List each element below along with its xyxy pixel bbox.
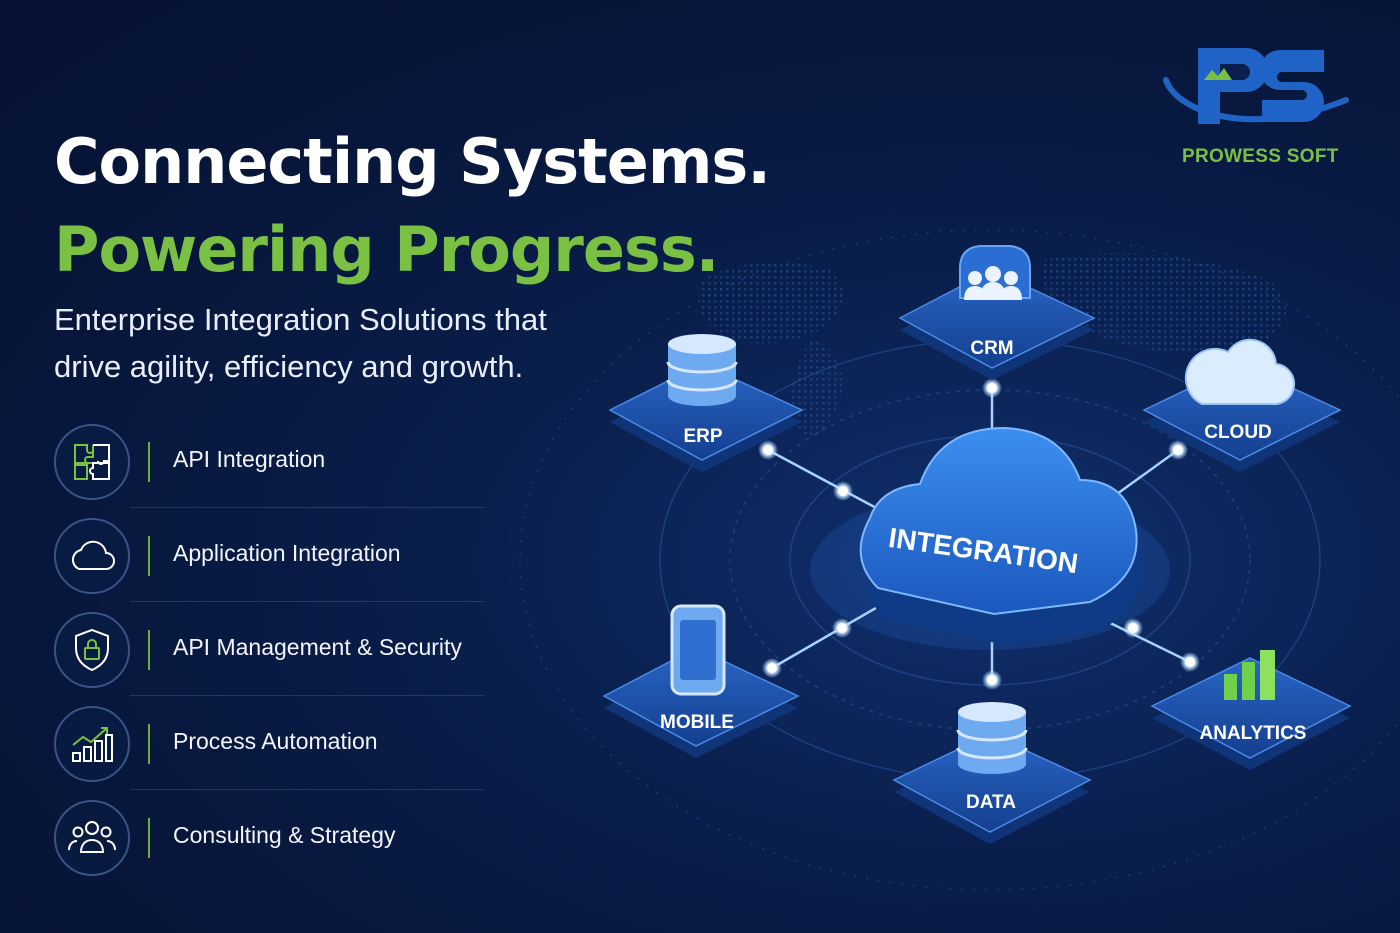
erp-label: ERP (683, 426, 722, 447)
feature-item-process-automation: Process Automation (54, 706, 484, 800)
feature-label: API Management & Security (173, 634, 462, 660)
feature-separator (148, 442, 150, 482)
feature-separator (148, 818, 150, 858)
puzzle-icon (54, 424, 130, 500)
shield-lock-icon (54, 612, 130, 688)
feature-separator (148, 724, 150, 764)
feature-item-api-integration: API Integration (54, 424, 484, 518)
brand-name: PROWESS SOFT (1182, 146, 1339, 167)
headline-line-2: Powering Progress. (54, 213, 719, 286)
database-icon (666, 334, 738, 406)
divider (130, 789, 484, 790)
feature-label: Consulting & Strategy (173, 822, 396, 848)
subtitle-line-1: Enterprise Integration Solutions that (54, 302, 547, 337)
divider (130, 695, 484, 696)
analytics-tile: ANALYTICS (1150, 650, 1352, 770)
integration-hub: INTEGRATION (859, 426, 1143, 644)
database-icon (956, 702, 1028, 774)
crm-label: CRM (970, 338, 1013, 359)
divider (130, 507, 484, 508)
feature-list: API Integration Application Integration … (54, 424, 484, 894)
hero-heading: Connecting Systems. Powering Progress. (54, 118, 771, 294)
subtitle-line-2: drive agility, efficiency and growth. (54, 349, 524, 384)
integration-cloud-icon (859, 426, 1138, 616)
cloud-icon (54, 518, 130, 594)
cloud-tile: CLOUD (1142, 338, 1342, 472)
feature-separator (148, 536, 150, 576)
feature-label: Application Integration (173, 540, 401, 566)
crm-people-icon (959, 245, 1031, 300)
cloud-label: CLOUD (1204, 422, 1272, 443)
subtitle: Enterprise Integration Solutions that dr… (54, 296, 614, 390)
data-label: DATA (966, 792, 1016, 813)
headline-line-1: Connecting Systems. (54, 125, 771, 198)
bar-chart-icon (1224, 650, 1275, 700)
prowess-soft-logo (1163, 48, 1349, 124)
feature-label: API Integration (173, 446, 326, 472)
feature-separator (148, 630, 150, 670)
crm-tile: CRM (898, 245, 1096, 380)
feature-label: Process Automation (173, 728, 378, 754)
feature-item-application-integration: Application Integration (54, 518, 484, 612)
smartphone-icon (670, 604, 726, 696)
growth-chart-icon (54, 706, 130, 782)
feature-item-consulting-strategy: Consulting & Strategy (54, 800, 484, 894)
world-map-background (698, 253, 1286, 436)
mobile-tile: MOBILE (602, 604, 800, 758)
data-tile: DATA (892, 702, 1092, 844)
analytics-label: ANALYTICS (1200, 723, 1307, 744)
divider (130, 601, 484, 602)
people-icon (54, 800, 130, 876)
feature-item-api-management-security: API Management & Security (54, 612, 484, 706)
erp-tile: ERP (608, 334, 804, 472)
mobile-label: MOBILE (660, 712, 734, 733)
cloud-node-icon (1184, 338, 1296, 406)
